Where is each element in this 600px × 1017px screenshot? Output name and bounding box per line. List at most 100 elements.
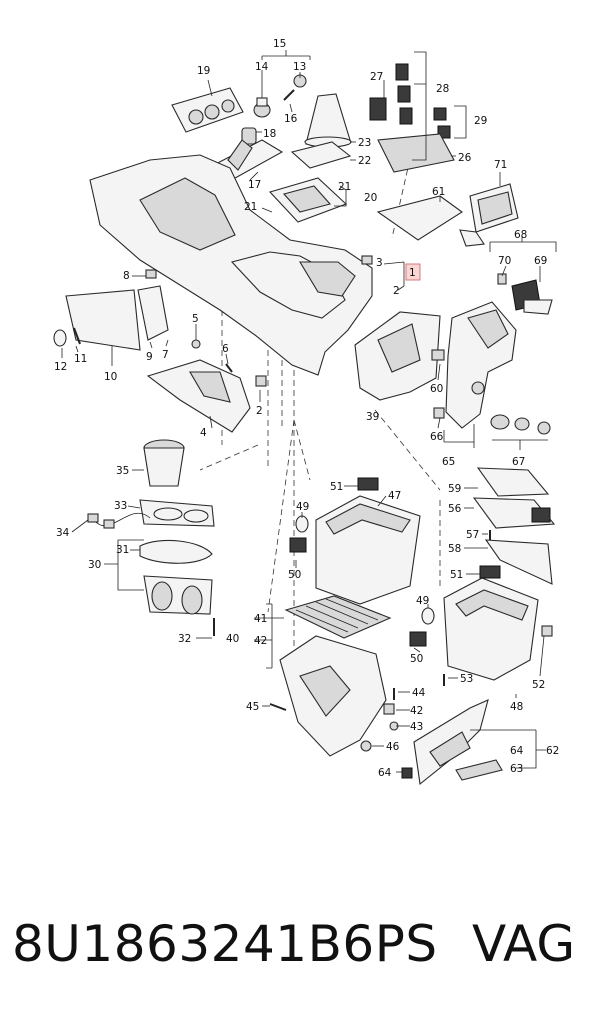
callout-48: 48 bbox=[510, 701, 523, 713]
callout-9: 9 bbox=[146, 351, 153, 363]
callout-41: 41 bbox=[254, 613, 267, 625]
callout-70: 70 bbox=[498, 255, 511, 267]
callout-10: 10 bbox=[104, 371, 117, 383]
callout-50: 50 bbox=[288, 569, 301, 581]
callout-50: 50 bbox=[410, 653, 423, 665]
callout-63: 63 bbox=[510, 763, 523, 775]
callout-11: 11 bbox=[74, 353, 87, 365]
part-27-switch bbox=[369, 97, 387, 121]
brand-label: VAG bbox=[472, 915, 576, 973]
part-61-armrest-pad bbox=[376, 195, 463, 241]
callout-71: 71 bbox=[494, 159, 507, 171]
part-26-switch-carrier bbox=[377, 133, 455, 173]
part-10-side-panel bbox=[65, 289, 141, 351]
callout-19: 19 bbox=[197, 65, 210, 77]
callout-57: 57 bbox=[466, 529, 479, 541]
part-64-clip bbox=[401, 767, 413, 779]
part-2-clip bbox=[255, 375, 267, 387]
callout-56: 56 bbox=[448, 503, 462, 515]
callout-64: 64 bbox=[378, 767, 392, 779]
part-41-mat bbox=[284, 595, 392, 639]
part-58-panel bbox=[484, 539, 553, 585]
callout-42: 42 bbox=[410, 705, 423, 717]
callout-69: 69 bbox=[534, 255, 547, 267]
part-70-clip bbox=[497, 273, 507, 285]
part-45-screw bbox=[269, 703, 287, 711]
callout-47: 47 bbox=[388, 490, 401, 502]
callout-21: 21 bbox=[244, 201, 257, 213]
part-number: 8U1863241B6PS bbox=[12, 915, 438, 973]
part-35-cup-insert bbox=[143, 439, 185, 487]
callout-61: 61 bbox=[432, 186, 445, 198]
callout-39: 39 bbox=[366, 411, 379, 423]
callout-15: 15 bbox=[273, 38, 286, 50]
callout-64: 64 bbox=[510, 745, 524, 757]
callout-31: 31 bbox=[116, 544, 129, 556]
callout-35: 35 bbox=[116, 465, 129, 477]
callout-27: 27 bbox=[370, 71, 383, 83]
part-6-screw bbox=[225, 363, 233, 373]
part-8-clip bbox=[145, 269, 157, 279]
part-31-seal bbox=[139, 539, 213, 564]
part-11-screw bbox=[73, 327, 81, 345]
part-51-clip-upper bbox=[357, 477, 379, 491]
callout-53: 53 bbox=[460, 673, 473, 685]
part-50-connector-lower bbox=[409, 631, 427, 647]
callout-26: 26 bbox=[458, 152, 472, 164]
callout-66: 66 bbox=[430, 431, 444, 443]
callout-22: 22 bbox=[358, 155, 371, 167]
part-22-frame bbox=[290, 141, 352, 169]
part-14-knob bbox=[253, 97, 271, 118]
part-60-clip bbox=[431, 349, 445, 361]
callout-67: 67 bbox=[512, 456, 525, 468]
part-71-air-vent bbox=[459, 183, 519, 247]
callout-20: 20 bbox=[364, 192, 377, 204]
callout-12: 12 bbox=[54, 361, 67, 373]
callout-18: 18 bbox=[263, 128, 276, 140]
part-42-clip bbox=[383, 703, 395, 715]
dashed-guides bbox=[199, 149, 441, 700]
part-23-gear-boot bbox=[304, 93, 352, 148]
part-30-cupholder bbox=[143, 575, 213, 615]
callout-42: 42 bbox=[254, 635, 267, 647]
callout-58: 58 bbox=[448, 543, 461, 555]
part-56-carrier bbox=[472, 497, 556, 529]
callout-13: 13 bbox=[293, 61, 306, 73]
part-28-switches bbox=[395, 63, 413, 125]
callout-28: 28 bbox=[436, 83, 449, 95]
callout-51: 51 bbox=[450, 569, 463, 581]
callout-1: 1 bbox=[409, 267, 416, 279]
callout-7: 7 bbox=[162, 349, 169, 361]
callout-62: 62 bbox=[546, 745, 559, 757]
callout-3: 3 bbox=[376, 257, 383, 269]
callout-60: 60 bbox=[430, 383, 443, 395]
callout-34: 34 bbox=[56, 527, 70, 539]
part-29-switches bbox=[433, 107, 451, 139]
part-7-bracket bbox=[137, 285, 169, 341]
callout-65: 65 bbox=[442, 456, 455, 468]
callout-23: 23 bbox=[358, 137, 371, 149]
callout-46: 46 bbox=[386, 741, 400, 753]
part-46-nut bbox=[360, 740, 372, 752]
part-18-shift-knob bbox=[241, 127, 257, 145]
callout-49: 49 bbox=[416, 595, 429, 607]
callout-21: 21 bbox=[338, 181, 351, 193]
exploded-parts-diagram: 1 2 2 3 4 5 6 7 8 9 10 11 12 13 14 15 16… bbox=[53, 38, 559, 786]
part-50-connector-upper bbox=[289, 537, 307, 553]
part-12-cap bbox=[53, 329, 67, 347]
part-5-nut bbox=[191, 339, 201, 349]
callout-14: 14 bbox=[255, 61, 269, 73]
callout-33: 33 bbox=[114, 500, 127, 512]
callout-30: 30 bbox=[88, 559, 101, 571]
part-65-rear-panel bbox=[445, 301, 517, 429]
part-33-cup-frame bbox=[139, 499, 215, 527]
callout-2: 2 bbox=[256, 405, 263, 417]
part-3-clip bbox=[361, 255, 373, 265]
part-66-clip bbox=[433, 407, 445, 419]
callout-59: 59 bbox=[448, 483, 461, 495]
callout-68: 68 bbox=[514, 229, 527, 241]
callout-43: 43 bbox=[410, 721, 423, 733]
part-19-switch-panel bbox=[171, 87, 244, 133]
callout-1-highlight bbox=[405, 263, 421, 281]
callout-16: 16 bbox=[284, 113, 298, 125]
